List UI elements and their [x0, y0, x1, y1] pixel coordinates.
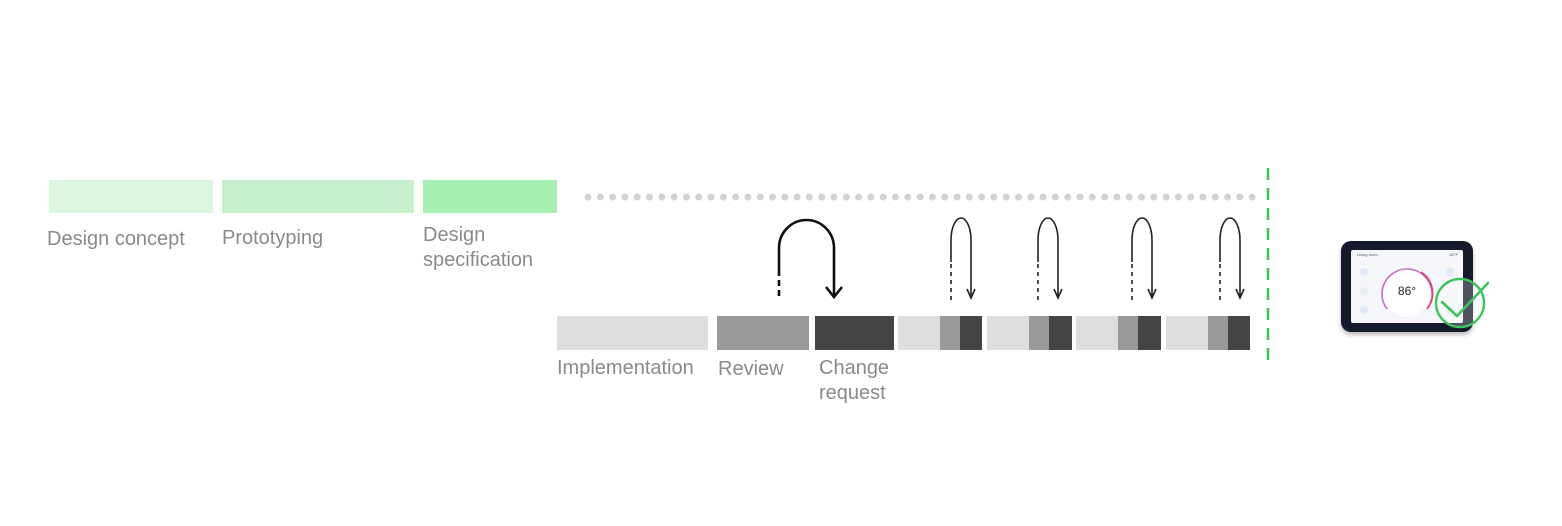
iteration-implementation — [987, 316, 1029, 350]
implementation-bar — [557, 316, 708, 350]
thermostat-device: Living room 82°F 86° — [1341, 241, 1473, 332]
iteration-change-request — [960, 316, 982, 350]
design-concept-label: Design concept — [47, 228, 185, 250]
mode-button — [1360, 268, 1368, 276]
iteration-cycle-4 — [1166, 316, 1250, 350]
change-request-bar — [815, 316, 894, 350]
design-specification-label: Design specification — [423, 224, 534, 271]
iteration-cycle-3 — [1076, 316, 1161, 350]
iteration-review — [1029, 316, 1049, 350]
iteration-implementation — [898, 316, 940, 350]
iteration-review — [1208, 316, 1228, 350]
iteration-implementation — [1166, 316, 1208, 350]
design-concept-bar — [49, 180, 213, 213]
thermostat-screen: Living room 82°F 86° — [1351, 250, 1463, 323]
iteration-loop-arrow — [1036, 217, 1063, 300]
iteration-change-request — [1138, 316, 1161, 350]
power-button — [1360, 287, 1368, 295]
fan-button — [1360, 306, 1368, 314]
settings-button — [1446, 306, 1454, 314]
prototyping-bar — [222, 180, 414, 213]
prototyping-label: Prototyping — [222, 227, 324, 249]
iteration-change-request — [1049, 316, 1072, 350]
iteration-loop-arrow — [1130, 217, 1157, 300]
implementation-label: Implementation — [557, 357, 694, 379]
change-request-loop-arrow — [777, 218, 844, 300]
room-name: Living room — [1357, 252, 1378, 257]
outdoor-temp: 82°F — [1449, 252, 1459, 257]
refresh-button — [1446, 268, 1454, 276]
temperature-readout: 86° — [1397, 284, 1417, 298]
review-label: Review — [718, 358, 784, 380]
iteration-change-request — [1228, 316, 1250, 350]
iteration-review — [940, 316, 960, 350]
review-bar — [717, 316, 809, 350]
iteration-implementation — [1076, 316, 1118, 350]
iteration-cycle-2 — [987, 316, 1072, 350]
iteration-review — [1118, 316, 1138, 350]
iteration-loop-arrow — [1218, 217, 1245, 300]
iteration-cycle-1 — [898, 316, 982, 350]
iteration-loop-arrow — [949, 217, 976, 300]
change-request-label: Change request — [819, 357, 890, 404]
design-specification-bar — [423, 180, 557, 213]
